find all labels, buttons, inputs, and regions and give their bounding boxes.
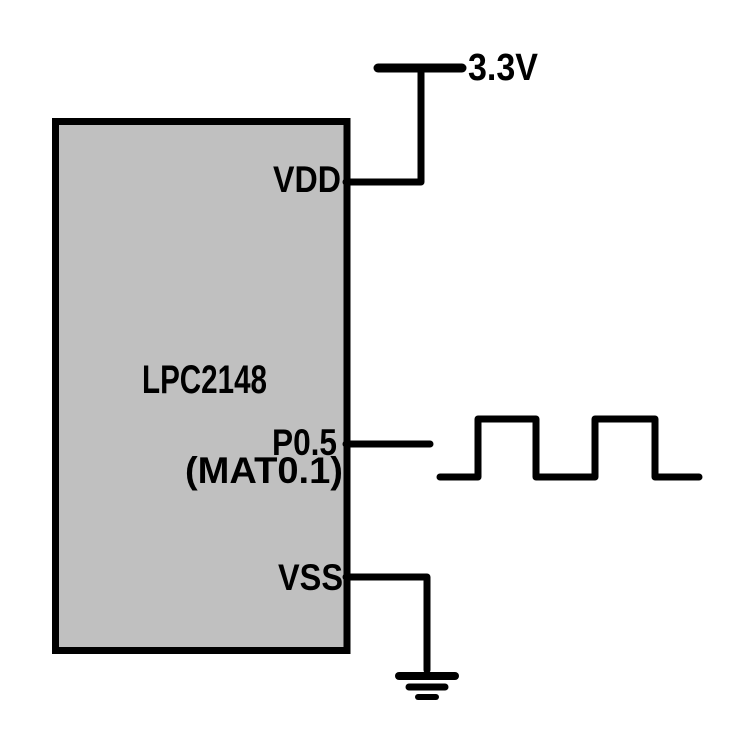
vss-wire xyxy=(342,573,431,674)
ic-body xyxy=(52,118,351,654)
pin-label-vss: VSS xyxy=(278,557,343,598)
pin-label-mat01: (MAT0.1) xyxy=(185,450,343,491)
square-wave-signal xyxy=(436,415,703,481)
power-voltage-label: 3.3V xyxy=(468,47,539,89)
pin-label-p05: P0.5 xyxy=(272,422,337,463)
pin-label-vdd: VDD xyxy=(273,159,341,200)
ic-label: LPC2148 xyxy=(142,358,267,402)
ground-icon xyxy=(395,672,459,700)
vdd-wire xyxy=(342,64,425,186)
